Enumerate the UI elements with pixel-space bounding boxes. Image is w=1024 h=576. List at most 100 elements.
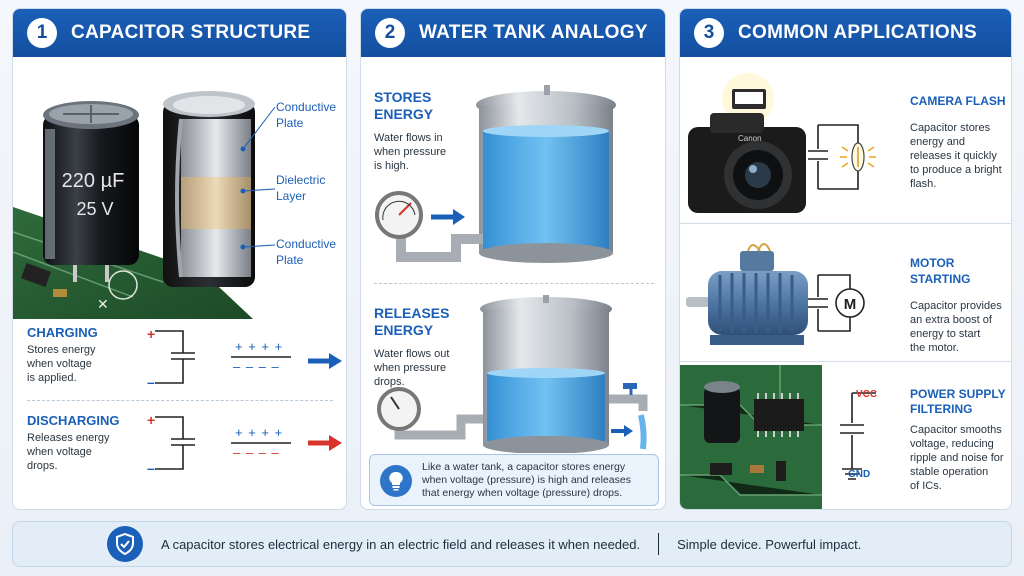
text-line: Water flows out bbox=[374, 348, 450, 360]
panel-header: 2 WATER TANK ANALOGY bbox=[361, 9, 665, 57]
text-line: that energy when voltage (pressure) drop… bbox=[422, 487, 623, 499]
lightbulb-icon bbox=[380, 465, 412, 497]
text-line: Water flows in bbox=[374, 132, 443, 144]
positive-charges: + + + + bbox=[235, 339, 283, 354]
title-line: ENERGY bbox=[374, 322, 434, 338]
svg-text:+: + bbox=[147, 326, 155, 342]
svg-text:–: – bbox=[147, 460, 155, 476]
text-line: when voltage bbox=[27, 446, 92, 458]
text-line: Stores energy bbox=[27, 344, 96, 356]
pcb-illustration bbox=[680, 365, 822, 509]
gnd-label: GND bbox=[848, 469, 870, 480]
panel-common-applications: 3 COMMON APPLICATIONS Canon CAMERA FLASH… bbox=[679, 8, 1012, 510]
footer-separator bbox=[658, 533, 660, 555]
text-line: energy and bbox=[910, 136, 966, 148]
panel-title: WATER TANK ANALOGY bbox=[419, 22, 648, 43]
panel-water-tank-analogy: 2 WATER TANK ANALOGY STORES ENERGY Water… bbox=[360, 8, 666, 510]
panel-number: 2 bbox=[375, 18, 405, 48]
releases-title: RELEASES ENERGY bbox=[374, 305, 449, 339]
text-line: Capacitor stores bbox=[910, 122, 991, 134]
charging-description: Stores energy when voltage is applied. bbox=[27, 343, 98, 385]
text-line: releases it quickly bbox=[910, 150, 997, 162]
svg-text:–: – bbox=[147, 374, 155, 390]
panel-title: CAPACITOR STRUCTURE bbox=[71, 22, 311, 43]
discharging-title: DISCHARGING bbox=[27, 413, 120, 428]
stores-title: STORES ENERGY bbox=[374, 89, 446, 123]
panel-capacitor-structure: 1 CAPACITOR STRUCTURE bbox=[12, 8, 347, 510]
text-line: flash. bbox=[910, 178, 937, 190]
charging-section: CHARGING Stores energy when voltage is a… bbox=[27, 325, 98, 385]
vcc-label: VCC bbox=[856, 389, 877, 400]
camera-flash-illustration: Canon bbox=[688, 73, 876, 213]
negative-charges: – – – – bbox=[233, 445, 280, 460]
panel-title: COMMON APPLICATIONS bbox=[738, 22, 977, 43]
svg-text:+: + bbox=[147, 412, 155, 428]
app-description: Capacitor stores energy and releases it … bbox=[910, 121, 1010, 191]
text-line: the motor. bbox=[910, 342, 959, 354]
discharging-description: Releases energy when voltage drops. bbox=[27, 431, 119, 473]
text-line: ripple and noise for bbox=[910, 452, 1004, 464]
title-line: STORES bbox=[374, 89, 432, 105]
footer-main-text: A capacitor stores electrical energy in … bbox=[161, 536, 641, 552]
text-line: voltage, reducing bbox=[910, 438, 994, 450]
footer-tagline: Simple device. Powerful impact. bbox=[677, 536, 862, 552]
app-title: POWER SUPPLY FILTERING bbox=[910, 387, 1010, 417]
text-line: is applied. bbox=[27, 372, 77, 384]
text-line: an extra boost of bbox=[910, 314, 992, 326]
label-line: Dielectric bbox=[276, 173, 326, 187]
text-line: is high. bbox=[374, 160, 409, 172]
text-line: Releases energy bbox=[27, 432, 110, 444]
app-title: CAMERA FLASH bbox=[910, 94, 1006, 108]
camera-brand-text: Canon bbox=[738, 134, 762, 143]
discharging-section: DISCHARGING Releases energy when voltage… bbox=[27, 413, 119, 473]
text-line: when voltage (pressure) is high and rele… bbox=[422, 474, 631, 486]
text-line: when pressure bbox=[374, 146, 447, 158]
text-line: when voltage bbox=[27, 358, 92, 370]
charging-circuit-diagram: + – + + + + – – – – bbox=[147, 326, 342, 390]
text-line: drops. bbox=[374, 376, 405, 388]
panel-number: 3 bbox=[694, 18, 724, 48]
text-line: drops. bbox=[27, 460, 58, 472]
negative-charges: – – – – bbox=[233, 359, 280, 374]
motor-symbol: M bbox=[844, 296, 857, 313]
label-conductive-plate-bottom: Conductive Plate bbox=[276, 236, 336, 268]
water-tank-full-illustration bbox=[375, 85, 616, 263]
filter-circuit-diagram: VCC GND bbox=[840, 389, 877, 480]
text-line: Like a water tank, a capacitor stores en… bbox=[422, 461, 626, 473]
motor-illustration: M bbox=[686, 243, 865, 345]
app-description: Capacitor provides an extra boost of ene… bbox=[910, 299, 1010, 355]
panel-header: 3 COMMON APPLICATIONS bbox=[680, 9, 1011, 57]
text-line: energy to start bbox=[910, 328, 981, 340]
app-title: MOTOR STARTING bbox=[910, 256, 971, 286]
text-line: to produce a bright bbox=[910, 164, 1002, 176]
label-line: Plate bbox=[276, 253, 304, 267]
shield-check-icon bbox=[107, 526, 143, 562]
discharging-circuit-diagram: + – + + + + – – – – bbox=[147, 412, 342, 476]
text-line: when pressure bbox=[374, 362, 447, 374]
footer-banner: A capacitor stores electrical energy in … bbox=[12, 521, 1012, 567]
analogy-tip-box: Like a water tank, a capacitor stores en… bbox=[369, 454, 659, 506]
label-line: Conductive bbox=[276, 100, 337, 114]
releases-energy-section: RELEASES ENERGY Water flows out when pre… bbox=[374, 305, 449, 389]
label-line: Layer bbox=[276, 189, 307, 203]
label-line: Plate bbox=[276, 116, 304, 130]
title-line: ENERGY bbox=[374, 106, 434, 122]
app-power-supply-filtering: POWER SUPPLY FILTERING Capacitor smooths… bbox=[910, 387, 1010, 493]
label-line: Conductive bbox=[276, 237, 337, 251]
title-line: POWER SUPPLY bbox=[910, 387, 1006, 401]
panel-header: 1 CAPACITOR STRUCTURE bbox=[13, 9, 346, 57]
text-line: Capacitor smooths bbox=[910, 424, 1002, 436]
stores-description: Water flows in when pressure is high. bbox=[374, 131, 446, 173]
app-description: Capacitor smooths voltage, reducing ripp… bbox=[910, 423, 1010, 493]
stores-energy-section: STORES ENERGY Water flows in when pressu… bbox=[374, 89, 446, 173]
water-tank-draining-illustration bbox=[377, 295, 648, 453]
releases-description: Water flows out when pressure drops. bbox=[374, 347, 449, 389]
text-line: Capacitor provides bbox=[910, 300, 1002, 312]
charging-title: CHARGING bbox=[27, 325, 98, 340]
positive-charges: + + + + bbox=[235, 425, 283, 440]
title-line: RELEASES bbox=[374, 305, 450, 321]
text-line: stable operation bbox=[910, 466, 989, 478]
capacitor-voltage-print: 25 V bbox=[76, 199, 113, 219]
label-conductive-plate-top: Conductive Plate bbox=[276, 99, 336, 131]
text-line: of ICs. bbox=[910, 480, 942, 492]
